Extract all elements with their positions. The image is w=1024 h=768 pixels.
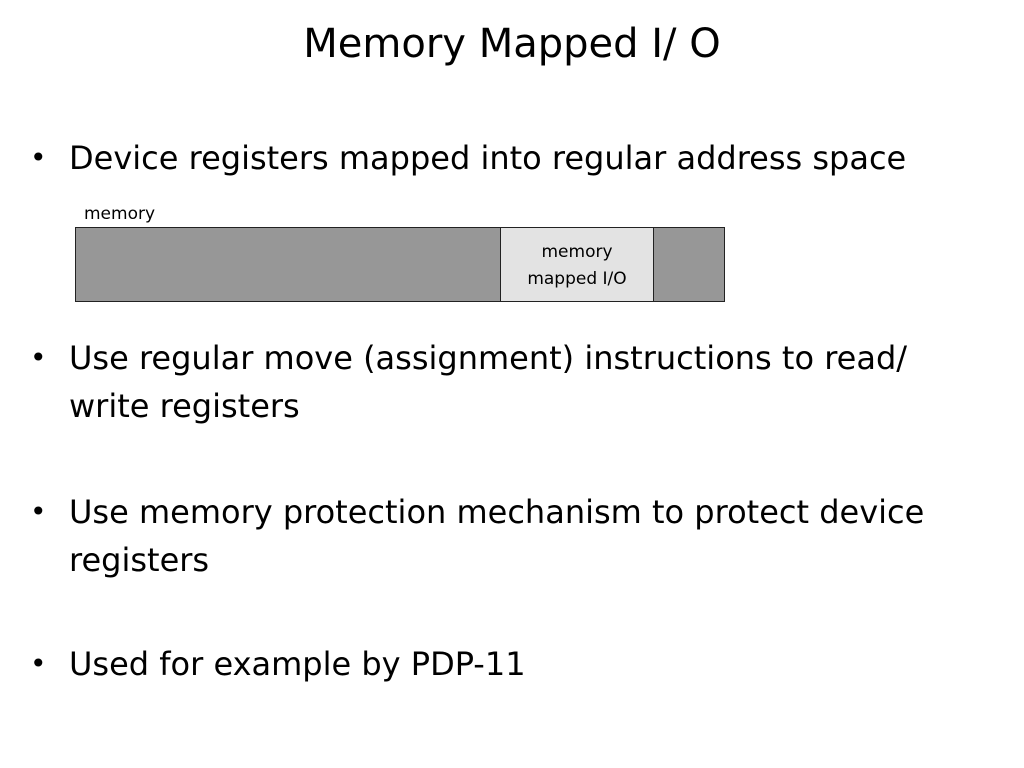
- bullet-text: Used for example by PDP-11: [69, 645, 526, 683]
- bullet-text: Device registers mapped into regular add…: [69, 139, 907, 177]
- bullet-marker: •: [30, 341, 47, 374]
- bullet-marker: •: [30, 495, 47, 528]
- io-region-label-line1: memory: [541, 242, 613, 262]
- memory-label: memory: [84, 204, 156, 224]
- bullet-item: • Use memory protection mechanism to pro…: [30, 488, 990, 584]
- io-region-label-line2: mapped I/O: [527, 269, 627, 289]
- bullet-text: Use regular move (assignment) instructio…: [69, 339, 908, 425]
- bullet-marker: •: [30, 647, 47, 680]
- memory-address-space: memory mapped I/O: [75, 227, 725, 302]
- slide-title: Memory Mapped I/ O: [303, 21, 721, 67]
- bullet-item: • Device registers mapped into regular a…: [30, 134, 990, 182]
- bullet-item: • Use regular move (assignment) instruct…: [30, 334, 990, 430]
- bullet-marker: •: [30, 141, 47, 174]
- bullet-text: Use memory protection mechanism to prote…: [69, 493, 925, 579]
- memory-mapped-io-region: memory mapped I/O: [500, 228, 654, 301]
- bullet-item: • Used for example by PDP-11: [30, 640, 990, 688]
